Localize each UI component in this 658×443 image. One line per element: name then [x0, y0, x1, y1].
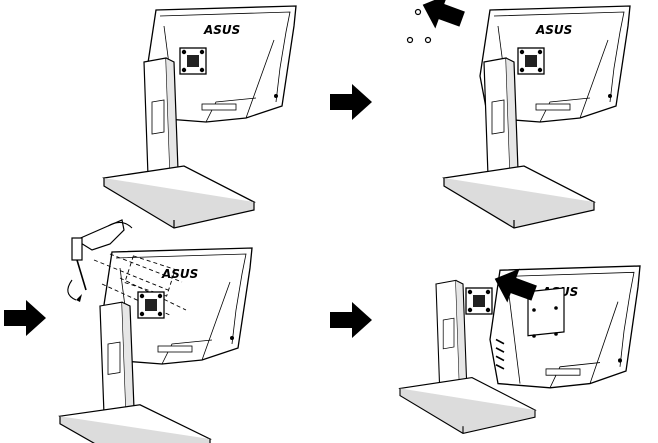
hand-screwdriver-unscrew-icon: ASUS: [59, 219, 253, 443]
arrow-1: [330, 84, 378, 124]
asus-logo: ASUS: [203, 23, 240, 37]
step-3-panel: ASUS: [59, 219, 282, 443]
right-arrow-icon: [330, 84, 372, 120]
asus-logo: ASUS: [535, 23, 572, 37]
arrow-2: [4, 300, 52, 340]
step-1-panel: ASUS: [100, 0, 310, 229]
step-4-panel: ASUS: [392, 261, 654, 438]
arrow-3: [330, 302, 378, 342]
right-arrow-icon: [330, 302, 372, 338]
monitor-rear-remove-screws-icon: ASUS: [406, 0, 631, 229]
remove-direction-arrow: [416, 0, 469, 36]
stand-detached-from-monitor-icon: ASUS: [399, 261, 641, 434]
vesa-mount-area: [527, 287, 565, 338]
right-arrow-icon: [4, 300, 46, 336]
asus-logo: ASUS: [161, 267, 198, 281]
monitor-rear-with-stand-icon: ASUS: [103, 5, 297, 229]
hand-with-screwdriver: [67, 219, 133, 302]
step-2-panel: ASUS: [400, 0, 631, 229]
